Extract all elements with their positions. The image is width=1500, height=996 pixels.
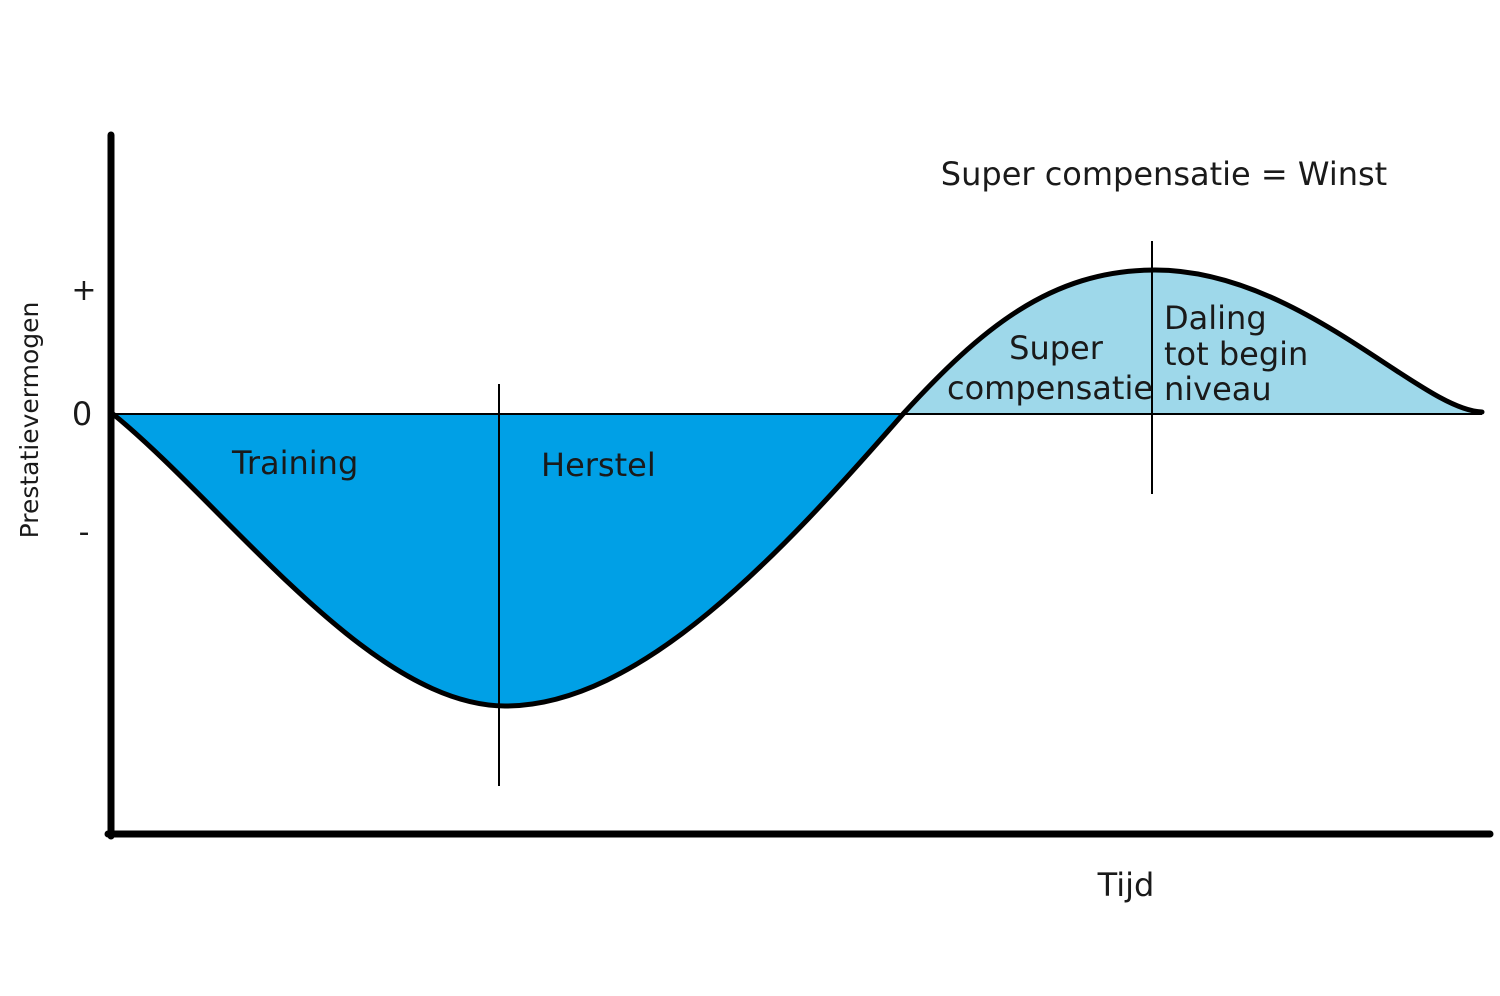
performance-curve bbox=[110, 267, 1485, 709]
phase-label-super-line2: compensatie bbox=[947, 369, 1153, 407]
x-axis-label: Tijd bbox=[1097, 866, 1155, 904]
y-tick-zero: 0 bbox=[72, 395, 92, 433]
phase-label-daling-line3: niveau bbox=[1164, 370, 1272, 408]
phase-label-daling-line2: tot begin bbox=[1164, 335, 1308, 373]
y-tick-minus: - bbox=[79, 515, 90, 550]
y-tick-plus: + bbox=[71, 273, 96, 308]
gain-area bbox=[903, 270, 1482, 414]
diagram-title: Super compensatie = Winst bbox=[941, 155, 1387, 193]
y-axis-label: Prestatievermogen bbox=[15, 302, 44, 539]
phase-label-daling-line1: Daling bbox=[1164, 299, 1267, 337]
deficit-area bbox=[113, 414, 903, 706]
phase-label-super-line1: Super bbox=[1009, 329, 1104, 367]
phase-label-herstel: Herstel bbox=[541, 446, 656, 484]
phase-label-training: Training bbox=[231, 444, 358, 482]
